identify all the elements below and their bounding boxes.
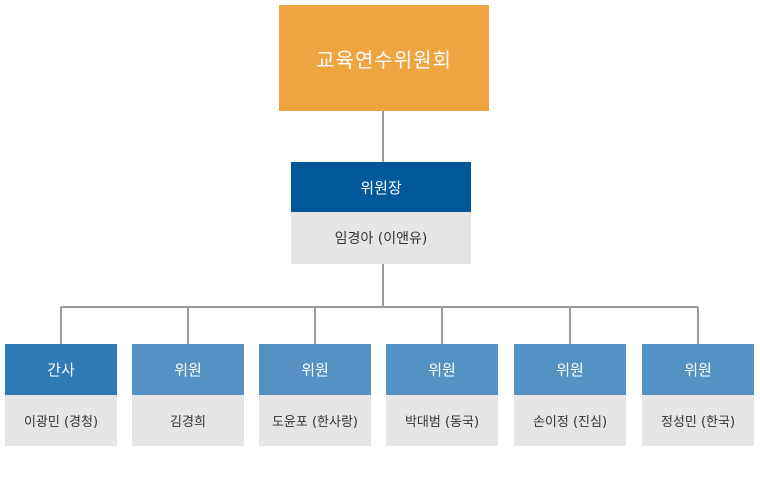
- member-name-label: 김경희: [170, 415, 206, 430]
- member-name: 이광민 (경청): [5, 395, 117, 446]
- member-role: 위원: [259, 344, 371, 395]
- member-role: 위원: [386, 344, 498, 395]
- member-name-label: 이광민 (경청): [23, 415, 99, 430]
- chair-role-label: 위원장: [360, 178, 402, 197]
- committee-title-box: 교육연수위원회: [279, 5, 489, 111]
- member-role-label: 위원: [684, 361, 712, 379]
- member-name-label: 도윤포 (한사랑): [271, 415, 359, 430]
- member-name: 도윤포 (한사랑): [259, 395, 371, 446]
- chair-role: 위원장: [291, 162, 471, 212]
- member-role-label: 위원: [556, 361, 584, 379]
- member-role-label: 위원: [174, 361, 202, 379]
- committee-title: 교육연수위원회: [316, 47, 452, 72]
- member-role: 위원: [514, 344, 626, 395]
- member-role: 위원: [132, 344, 244, 395]
- member-name-label: 손이정 (진심): [532, 415, 608, 430]
- chair-name: 임경아 (이앤유): [291, 212, 471, 264]
- member-name-label: 박대범 (동국): [404, 415, 480, 430]
- member-name: 김경희: [132, 395, 244, 446]
- chair-name-label: 임경아 (이앤유): [334, 231, 428, 247]
- member-role-label: 간사: [47, 361, 75, 379]
- member-name-label: 정성민 (한국): [660, 415, 736, 430]
- member-name: 손이정 (진심): [514, 395, 626, 446]
- member-name: 박대범 (동국): [386, 395, 498, 446]
- member-role-label: 위원: [301, 361, 329, 379]
- member-role: 간사: [5, 344, 117, 395]
- member-role: 위원: [642, 344, 754, 395]
- member-role-label: 위원: [428, 361, 456, 379]
- chair-node: 위원장 임경아 (이앤유): [291, 162, 471, 264]
- member-name: 정성민 (한국): [642, 395, 754, 446]
